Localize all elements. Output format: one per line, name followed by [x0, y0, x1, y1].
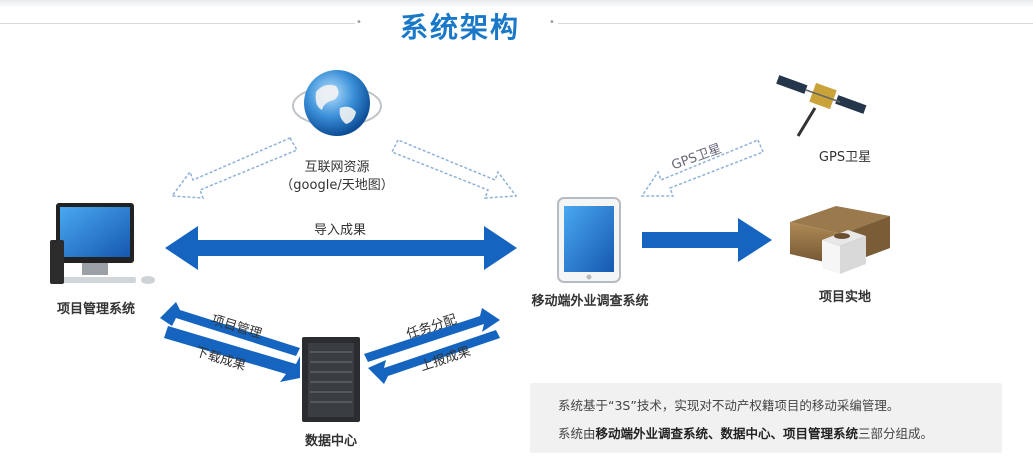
project-site-icon [790, 206, 890, 274]
label-data-center: 数据中心 [304, 434, 357, 449]
outline-arrow-to-mobile [390, 139, 518, 199]
arrow-to-site [642, 218, 772, 262]
description-box: 系统基于“3S”技术，实现对不动产权籍项目的移动采编管理。 系统由移动端外业调查… [530, 383, 1002, 453]
server-icon [302, 337, 360, 422]
globe-icon [292, 70, 382, 136]
computer-icon [50, 203, 155, 284]
arrow-upload-results [368, 330, 500, 384]
label-internet-sources: （google/天地图） [280, 178, 394, 193]
arrow-project-mgmt [160, 302, 300, 356]
header-rule-left [0, 23, 355, 24]
header-rule-right [558, 23, 1033, 24]
description-suffix: 三部分组成。 [858, 426, 934, 441]
header-dot-right: • [549, 17, 555, 28]
description-line-2: 系统由移动端外业调查系统、数据中心、项目管理系统三部分组成。 [558, 423, 933, 442]
description-components: 移动端外业调查系统、数据中心、项目管理系统 [595, 426, 859, 441]
label-gps: GPS卫星 [818, 150, 872, 165]
description-prefix: 系统由 [558, 426, 596, 441]
arrow-task-assign [364, 308, 500, 362]
header-dot-left: • [356, 17, 362, 28]
label-import-results: 导入成果 [313, 223, 366, 238]
label-internet-resources: 互联网资源 [304, 160, 370, 175]
tablet-icon [557, 197, 621, 283]
label-project-site: 项目实地 [818, 290, 871, 305]
outline-arrow-to-pms [170, 137, 299, 199]
satellite-icon [776, 75, 867, 137]
page-title: 系统架构 [399, 11, 520, 44]
label-pms: 项目管理系统 [56, 302, 135, 317]
double-arrow-import [165, 226, 517, 270]
arrow-download-results [164, 326, 300, 382]
outline-arrow-gps [640, 139, 764, 197]
label-mobile-system: 移动端外业调查系统 [531, 294, 649, 309]
top-band [0, 0, 1033, 8]
description-line-1: 系统基于“3S”技术，实现对不动产权籍项目的移动采编管理。 [558, 398, 900, 413]
